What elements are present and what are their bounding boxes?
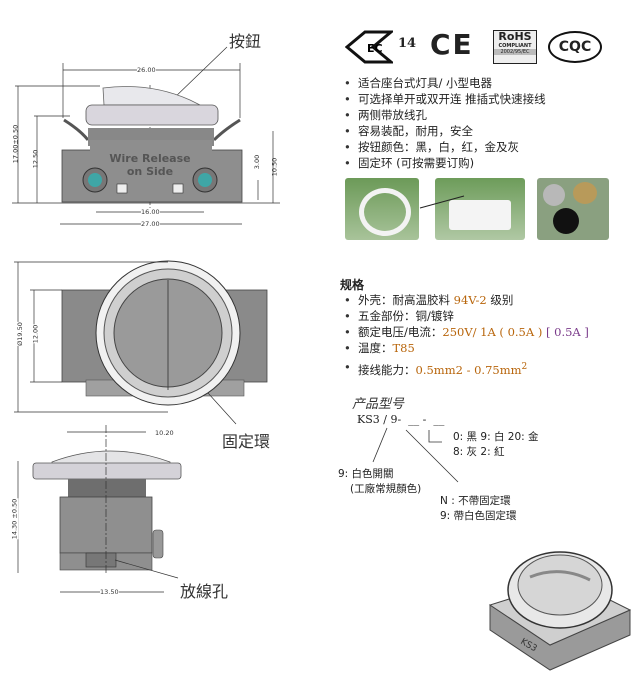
feature-item: 可选择单开或双开连 推插式快速接线 bbox=[340, 91, 546, 107]
technical-drawings bbox=[12, 46, 280, 593]
ring-option-line-1: N : 不帶固定環 bbox=[440, 495, 511, 507]
pointer-arrow-icon bbox=[419, 195, 465, 209]
button-colors-photo bbox=[537, 178, 609, 240]
spec-value: 250V/ 1A ( 0.5A ) bbox=[442, 325, 546, 339]
switch-color-line-1: 9: 白色開關 bbox=[338, 468, 394, 480]
side-view-drawing bbox=[17, 425, 182, 593]
dim-1950: Ø19.50 bbox=[15, 322, 24, 346]
dim-300: 3.00 bbox=[253, 154, 262, 170]
model-title: 产品型号 bbox=[352, 397, 405, 412]
top-view-drawing bbox=[14, 260, 268, 425]
spec-tail: [ 0.5A ] bbox=[545, 325, 589, 339]
dim-16: 16.00 bbox=[141, 208, 160, 216]
feature-item: 容易装配，耐用，安全 bbox=[340, 123, 546, 139]
cqc-logo: CQC bbox=[548, 31, 602, 63]
on-side-line: on Side bbox=[126, 165, 174, 178]
spec-tail: 级别 bbox=[486, 293, 514, 307]
spec-item: 接线能力：0.5mm2 - 0.75mm2 bbox=[340, 359, 589, 378]
feature-list: 适合座台式灯具/ 小型电器 可选择单开或双开连 推插式快速接线 两侧带放线孔 容… bbox=[340, 75, 546, 171]
model-code: KS3 / 9- __ - __ bbox=[357, 413, 445, 426]
ring-photo bbox=[345, 178, 419, 240]
feature-item: 适合座台式灯具/ 小型电器 bbox=[340, 75, 546, 91]
enec-logo-icon: EC bbox=[345, 30, 393, 64]
wire-hole-label: 放線孔 bbox=[180, 582, 229, 601]
spec-value: T85 bbox=[392, 341, 415, 355]
specs-title: 规格 bbox=[340, 278, 365, 292]
spec-label: 温度： bbox=[358, 341, 393, 355]
spec-label: 额定电压/电流： bbox=[358, 325, 443, 339]
color-options: 0: 黑 9: 白 20: 金 8: 灰 2: 紅 bbox=[453, 430, 539, 460]
spec-label: 五金部份：铜/镀锌 bbox=[358, 309, 454, 323]
switch-color-option: 9: 白色開關 (工廠常規顏色) bbox=[338, 467, 421, 497]
certification-logos: EC 14 CE RoHS COMPLIANT 2002/95/EC CQC bbox=[345, 28, 602, 68]
dim-27: 27.00 bbox=[141, 220, 160, 228]
button-label: 按鈕 bbox=[229, 32, 262, 51]
switch-color-line-2: (工廠常規顏色) bbox=[350, 483, 422, 495]
wire-release-line: Wire Release bbox=[109, 152, 191, 165]
dim-26: 26.00 bbox=[137, 66, 156, 74]
rohs-text: RoHS bbox=[498, 30, 532, 43]
ring-option-line-2: 9: 帶白色固定環 bbox=[440, 510, 517, 522]
rohs-compliant: COMPLIANT bbox=[498, 43, 532, 49]
spec-item: 五金部份：铜/镀锌 bbox=[340, 308, 589, 324]
dim-17: 17.00±0.50 bbox=[11, 124, 20, 164]
dim-12: 12.00 bbox=[31, 324, 40, 344]
dim-1350: 13.50 bbox=[100, 588, 119, 596]
model-arrows bbox=[372, 427, 459, 483]
specs-list: 外壳：耐高温胶料 94V-2 级别 五金部份：铜/镀锌 额定电压/电流：250V… bbox=[340, 292, 589, 378]
wire-release-text: Wire Release on Side bbox=[102, 152, 198, 178]
spec-label: 接线能力： bbox=[358, 362, 416, 377]
dim-1050: 10.50 bbox=[270, 157, 279, 177]
rohs-logo: RoHS COMPLIANT 2002/95/EC bbox=[493, 30, 537, 64]
ring-options: N : 不帶固定環 9: 帶白色固定環 bbox=[440, 494, 517, 524]
spec-label: 外壳：耐高温胶料 bbox=[358, 293, 454, 307]
switch-front-body bbox=[61, 86, 243, 203]
color-options-line-2: 8: 灰 2: 紅 bbox=[453, 446, 505, 458]
feature-item: 固定环 (可按需要订购) bbox=[340, 155, 546, 171]
rohs-code: 2002/95/EC bbox=[494, 49, 536, 55]
svg-text:EC: EC bbox=[367, 42, 383, 55]
spec-item: 额定电压/电流：250V/ 1A ( 0.5A ) [ 0.5A ] bbox=[340, 324, 589, 340]
ring-label: 固定環 bbox=[222, 432, 271, 451]
switch-photo bbox=[435, 178, 525, 240]
switch-3d-render: KS3 bbox=[488, 551, 632, 671]
spec-value: 94V-2 bbox=[453, 293, 487, 307]
feature-item: 按钮颜色：黑，白，红，金及灰 bbox=[340, 139, 546, 155]
spec-item: 外壳：耐高温胶料 94V-2 级别 bbox=[340, 292, 589, 308]
dim-1250: 12.50 bbox=[31, 149, 40, 169]
enec-number: 14 bbox=[398, 36, 417, 51]
ce-mark: CE bbox=[430, 28, 474, 61]
spec-value: 0.5mm2 - 0.75mm bbox=[415, 362, 522, 377]
dim-1020: 10.20 bbox=[155, 429, 174, 437]
feature-item: 两侧带放线孔 bbox=[340, 107, 546, 123]
spec-superscript: 2 bbox=[521, 362, 528, 372]
spec-item: 温度：T85 bbox=[340, 340, 589, 356]
color-options-line-1: 0: 黑 9: 白 20: 金 bbox=[453, 431, 539, 443]
dim-1430: 14.30 ±0.50 bbox=[10, 498, 19, 540]
